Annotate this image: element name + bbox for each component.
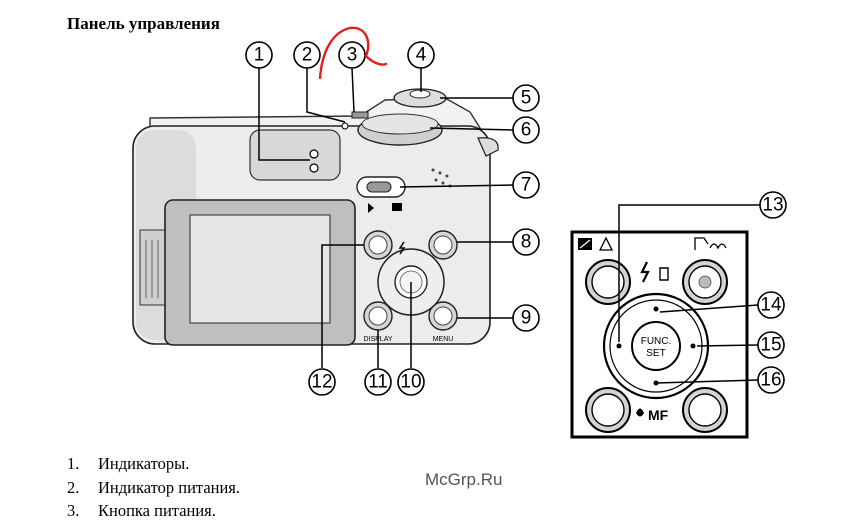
svg-text:11: 11 [368, 372, 388, 393]
flash-icon [398, 241, 406, 255]
svg-text:3: 3 [347, 45, 358, 66]
callout-9: 9 [512, 304, 540, 332]
ring-right-dot [690, 343, 696, 349]
callout-4: 4 [407, 41, 435, 69]
rear-button-right-top[interactable] [428, 230, 458, 260]
callout-3: 3 [338, 41, 366, 69]
callout-8: 8 [512, 228, 540, 256]
play-icon [368, 203, 374, 213]
macro-icon [636, 408, 644, 417]
strap-lug [477, 137, 499, 157]
print-icon [694, 237, 709, 250]
red-annotation-mark [318, 26, 388, 80]
svg-text:15: 15 [760, 335, 781, 356]
detail-button-top-left[interactable] [585, 259, 631, 305]
ring-left-dot [616, 343, 622, 349]
detail-button-top-right[interactable] [682, 259, 728, 305]
svg-text:5: 5 [521, 88, 532, 109]
callout-12: 12 [308, 368, 336, 396]
menu-label: MENU [433, 336, 454, 343]
rear-button-left-top[interactable] [363, 230, 393, 260]
svg-text:14: 14 [760, 295, 782, 316]
detail-button-bottom-right[interactable] [682, 387, 728, 433]
callout-14: 14 [757, 291, 785, 319]
watermark: McGrp.Ru [425, 470, 503, 489]
svg-text:6: 6 [521, 120, 532, 141]
svg-text:8: 8 [521, 232, 532, 253]
list-item: 3.Кнопка питания. [67, 501, 216, 520]
callout-16: 16 [757, 366, 785, 394]
mf-label: MF [648, 407, 669, 423]
callout-2: 2 [293, 41, 321, 69]
menu-button[interactable] [428, 301, 458, 331]
drive-mode-icon [659, 267, 669, 281]
share-icon [709, 243, 727, 250]
callout-13: 13 [759, 191, 787, 219]
svg-text:16: 16 [760, 370, 781, 391]
camera-icon [392, 203, 402, 211]
ring-top-dot [653, 306, 659, 312]
callout-1: 1 [245, 41, 273, 69]
callout-6: 6 [512, 116, 540, 144]
power-button[interactable] [351, 111, 369, 119]
list-item: 1.Индикаторы. [67, 454, 190, 473]
indicator-top-icon [309, 149, 319, 159]
indicator-bottom-icon [309, 163, 319, 173]
detail-button-bottom-left[interactable] [585, 387, 631, 433]
svg-text:13: 13 [762, 195, 783, 216]
callout-15: 15 [757, 331, 785, 359]
erase-icon [598, 236, 614, 251]
svg-text:12: 12 [311, 372, 332, 393]
detail-leader-lines [618, 204, 760, 384]
lcd-screen[interactable] [189, 214, 331, 324]
svg-text:1: 1 [254, 45, 265, 66]
svg-text:4: 4 [416, 45, 427, 66]
legend-list: 1.Индикаторы. 2.Индикатор питания. 3.Кно… [67, 452, 240, 523]
callout-10: 10 [397, 368, 425, 396]
svg-text:9: 9 [521, 308, 532, 329]
svg-text:2: 2 [302, 45, 313, 66]
callout-11: 11 [364, 368, 392, 396]
leader-lines [258, 67, 514, 368]
flash-icon-detail [640, 261, 650, 283]
set-label: SET [646, 348, 665, 359]
svg-text:10: 10 [400, 372, 421, 393]
power-indicator-icon [341, 122, 349, 130]
callout-7: 7 [512, 171, 540, 199]
mode-dial-top [361, 113, 439, 135]
func-label: FUNC. [641, 336, 672, 347]
detail-func-set-button[interactable] [631, 321, 681, 371]
callout-5: 5 [512, 84, 540, 112]
svg-text:7: 7 [521, 175, 532, 196]
page-title: Панель управления [67, 14, 220, 33]
list-item: 2.Индикатор питания. [67, 477, 241, 497]
